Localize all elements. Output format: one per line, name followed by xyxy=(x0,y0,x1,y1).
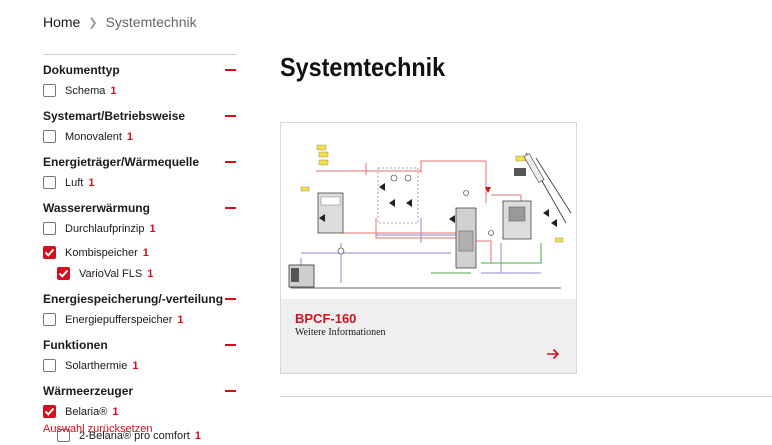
filter-option-schema[interactable]: Schema 1 xyxy=(43,80,237,101)
card-footer: BPCF-160 Weitere Informationen xyxy=(281,299,576,373)
filter-group-title: Energiespeicherung/-verteilung xyxy=(43,291,224,306)
filter-option-label: Kombispeicher xyxy=(65,246,138,259)
filter-option-durchlaufprinzip[interactable]: Durchlaufprinzip 1 xyxy=(43,218,237,239)
content-divider xyxy=(280,396,772,397)
filter-group-title: Wärmeerzeuger xyxy=(43,383,134,398)
filter-option-label: Schema xyxy=(65,84,106,97)
filter-group-title: Systemart/Betriebsweise xyxy=(43,108,186,123)
arrow-right-icon[interactable] xyxy=(546,347,560,361)
checkbox-checked[interactable] xyxy=(43,405,56,418)
filter-option-belaria[interactable]: Belaria® 1 xyxy=(43,401,237,422)
filter-option-count: 1 xyxy=(177,313,184,326)
collapse-icon[interactable] xyxy=(225,206,236,209)
result-card[interactable]: BPCF-160 Weitere Informationen xyxy=(280,122,577,374)
checkbox[interactable] xyxy=(43,222,56,235)
filter-option-count: 1 xyxy=(132,359,139,372)
filter-option-count: 1 xyxy=(126,130,133,143)
checkbox[interactable] xyxy=(43,359,56,372)
checkbox[interactable] xyxy=(43,130,56,143)
filter-option-label: 2-Belaria® pro comfort xyxy=(79,429,190,442)
filter-option-count: 1 xyxy=(110,84,117,97)
filter-group-systemart[interactable]: Systemart/Betriebsweise xyxy=(43,105,237,126)
filter-group-waermeerzeuger[interactable]: Wärmeerzeuger xyxy=(43,380,237,401)
collapse-icon[interactable] xyxy=(225,68,236,71)
collapse-icon[interactable] xyxy=(225,343,236,346)
filter-option-label: Solarthermie xyxy=(65,359,128,372)
checkbox-checked[interactable] xyxy=(43,246,56,259)
filter-option-varioval-fls[interactable]: VarioVal FLS 1 xyxy=(43,263,237,284)
filter-option-label: Monovalent xyxy=(65,130,122,143)
filter-option-kombispeicher[interactable]: Kombispeicher 1 xyxy=(43,242,237,263)
filter-group-title: Dokumenttyp xyxy=(43,62,120,77)
filter-option-count: 1 xyxy=(194,429,201,442)
collapse-icon[interactable] xyxy=(225,114,236,117)
filter-option-count: 1 xyxy=(147,267,154,280)
filter-option-label: Belaria® xyxy=(65,405,108,418)
filter-option-label: Energiepufferspeicher xyxy=(65,313,173,326)
filter-option-label: VarioVal FLS xyxy=(79,267,143,280)
filter-option-count: 1 xyxy=(88,176,95,189)
filter-sidebar: Dokumenttyp Schema 1 Systemart/Betriebsw… xyxy=(43,54,237,445)
filter-group-title: Wassererwärmung xyxy=(43,200,150,215)
collapse-icon[interactable] xyxy=(225,297,236,300)
checkbox[interactable] xyxy=(43,84,56,97)
filter-group-energiespeicherung[interactable]: Energiespeicherung/-verteilung xyxy=(43,288,237,309)
checkbox-checked[interactable] xyxy=(57,267,70,280)
filter-option-label: Durchlaufprinzip xyxy=(65,222,145,235)
filter-option-2-belaria-pro-comfort[interactable]: 2-Belaria® pro comfort 1 xyxy=(43,425,237,445)
reset-filters-link[interactable]: Auswahl zurücksetzen xyxy=(43,423,153,435)
filter-group-energietraeger[interactable]: Energieträger/Wärmequelle xyxy=(43,151,237,172)
checkbox[interactable] xyxy=(57,429,70,442)
filter-group-wassererwaermung[interactable]: Wassererwärmung xyxy=(43,197,237,218)
schema-diagram-image xyxy=(281,123,576,299)
filter-option-label: Luft xyxy=(65,176,84,189)
filter-option-count: 1 xyxy=(112,405,119,418)
filter-group-title: Energieträger/Wärmequelle xyxy=(43,154,200,169)
filter-option-monovalent[interactable]: Monovalent 1 xyxy=(43,126,237,147)
checkbox[interactable] xyxy=(43,313,56,326)
card-title[interactable]: BPCF-160 xyxy=(295,311,357,326)
checkbox[interactable] xyxy=(43,176,56,189)
filter-option-luft[interactable]: Luft 1 xyxy=(43,172,237,193)
collapse-icon[interactable] xyxy=(225,389,236,392)
breadcrumb: Home ❯ Systemtechnik xyxy=(43,14,197,30)
filter-group-dokumenttyp[interactable]: Dokumenttyp xyxy=(43,59,237,80)
filter-option-count: 1 xyxy=(149,222,156,235)
filter-group-title: Funktionen xyxy=(43,337,108,352)
filter-option-solarthermie[interactable]: Solarthermie 1 xyxy=(43,355,237,376)
filter-group-funktionen[interactable]: Funktionen xyxy=(43,334,237,355)
collapse-icon[interactable] xyxy=(225,160,236,163)
page-title: Systemtechnik xyxy=(280,52,446,82)
filter-option-energiepufferspeicher[interactable]: Energiepufferspeicher 1 xyxy=(43,309,237,330)
filter-option-count: 1 xyxy=(142,246,149,259)
card-more-info-link[interactable]: Weitere Informationen xyxy=(295,327,386,338)
chevron-right-icon: ❯ xyxy=(88,16,98,29)
breadcrumb-home-link[interactable]: Home xyxy=(43,14,81,30)
breadcrumb-current: Systemtechnik xyxy=(105,14,197,30)
